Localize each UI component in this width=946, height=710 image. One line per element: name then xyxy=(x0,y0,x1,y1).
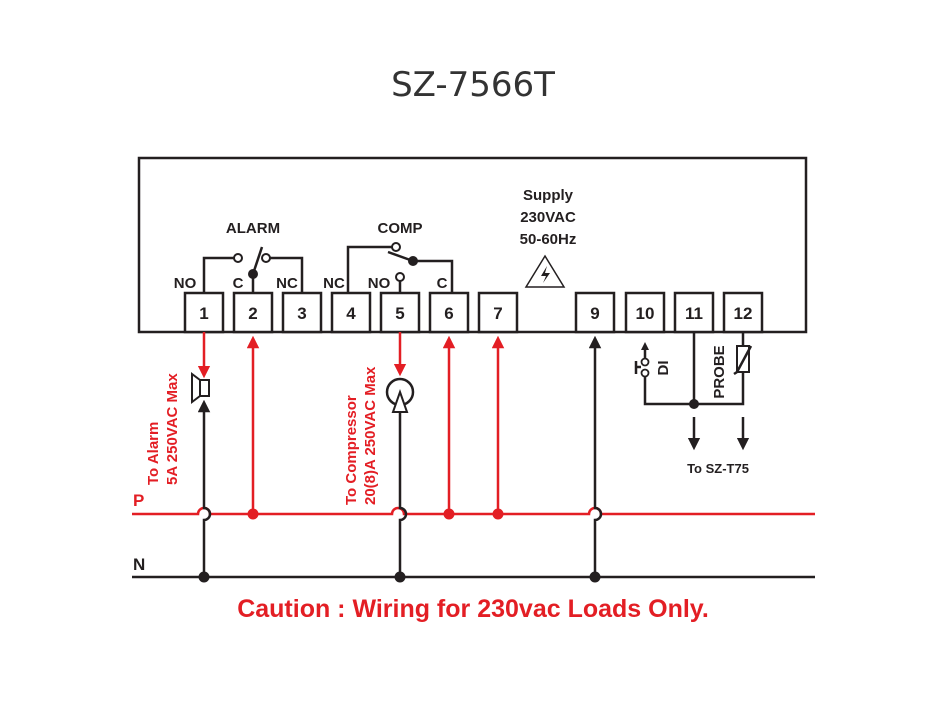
terminal-9-neutral-wire xyxy=(588,335,603,577)
compressor-load-line1: To Compressor xyxy=(343,395,360,505)
terminal-number: 10 xyxy=(636,304,655,323)
comp-contact-no: NO xyxy=(368,275,391,292)
terminal-6: 6 xyxy=(428,291,470,334)
junction-dot xyxy=(198,571,210,583)
terminal-number: 5 xyxy=(395,304,404,323)
junction-dot xyxy=(247,508,259,520)
alarm-contact-no: NO xyxy=(174,275,197,292)
alarm-contact-nc: NC xyxy=(276,275,298,292)
junction-dot xyxy=(443,508,455,520)
terminal-3: 3 xyxy=(281,291,323,334)
phase-label: P xyxy=(133,491,144,510)
compressor-load-line2: 20(8)A 250VAC Max xyxy=(362,366,379,505)
phase-line xyxy=(132,506,815,516)
supply-label: Supply xyxy=(523,187,574,204)
alarm-return-wire xyxy=(197,399,212,577)
buzzer-icon xyxy=(191,372,210,404)
terminal-number: 1 xyxy=(199,304,208,323)
terminal-12: 12 xyxy=(722,291,764,334)
supply-voltage: 230VAC xyxy=(520,209,576,226)
alarm-relay-label: ALARM xyxy=(226,220,280,237)
junction-dot xyxy=(394,571,406,583)
to-sensor-label: To SZ-T75 xyxy=(687,461,749,476)
comp-contact-nc: NC xyxy=(323,275,345,292)
terminal-box xyxy=(330,291,372,334)
terminal-number: 4 xyxy=(346,304,356,323)
terminal-number: 2 xyxy=(248,304,257,323)
terminal-1: 1 xyxy=(183,291,225,334)
alarm-load-line1: To Alarm xyxy=(145,422,162,485)
sensor-arrows xyxy=(687,417,750,451)
terminal-11: 11 xyxy=(673,291,715,334)
compressor-icon xyxy=(385,377,415,413)
terminal-box xyxy=(428,291,470,334)
terminal-box xyxy=(624,291,666,334)
terminal-number: 7 xyxy=(493,304,502,323)
probe-thermistor-icon xyxy=(733,332,753,376)
terminal-2: 2 xyxy=(232,291,274,334)
comp-relay-switch xyxy=(346,242,454,293)
terminal-number: 12 xyxy=(734,304,753,323)
diagram-title: SZ-7566T xyxy=(391,65,555,105)
terminal-10: 10 xyxy=(624,291,666,334)
terminal-5: 5 xyxy=(379,291,421,334)
neutral-label: N xyxy=(133,555,145,574)
terminal-box xyxy=(574,291,616,334)
comp-contact-c: C xyxy=(437,275,448,292)
terminal-number: 6 xyxy=(444,304,453,323)
terminal-box xyxy=(477,291,519,334)
alarm-load-line2: 5A 250VAC Max xyxy=(164,373,181,485)
terminal-4: 4 xyxy=(330,291,372,334)
compressor-return-wire xyxy=(398,413,408,577)
terminal-number: 9 xyxy=(590,304,599,323)
digital-input-switch xyxy=(634,332,745,409)
terminal-box xyxy=(232,291,274,334)
junction-dot xyxy=(589,571,601,583)
supply-frequency: 50-60Hz xyxy=(520,231,577,248)
caution-text: Caution : Wiring for 230vac Loads Only. xyxy=(237,595,709,623)
junction-dot xyxy=(492,508,504,520)
di-label: DI xyxy=(655,361,672,376)
probe-label: PROBE xyxy=(711,345,728,398)
alarm-relay-switch xyxy=(202,246,304,293)
high-voltage-warning-icon xyxy=(524,254,566,288)
terminal-number: 11 xyxy=(685,304,703,323)
alarm-contact-c: C xyxy=(233,275,244,292)
controller-body xyxy=(137,156,808,334)
terminal-7: 7 xyxy=(477,291,519,334)
terminal-box xyxy=(722,291,764,334)
terminal-number: 3 xyxy=(297,304,306,323)
comp-relay-label: COMP xyxy=(378,220,423,237)
terminal-9: 9 xyxy=(574,291,616,334)
